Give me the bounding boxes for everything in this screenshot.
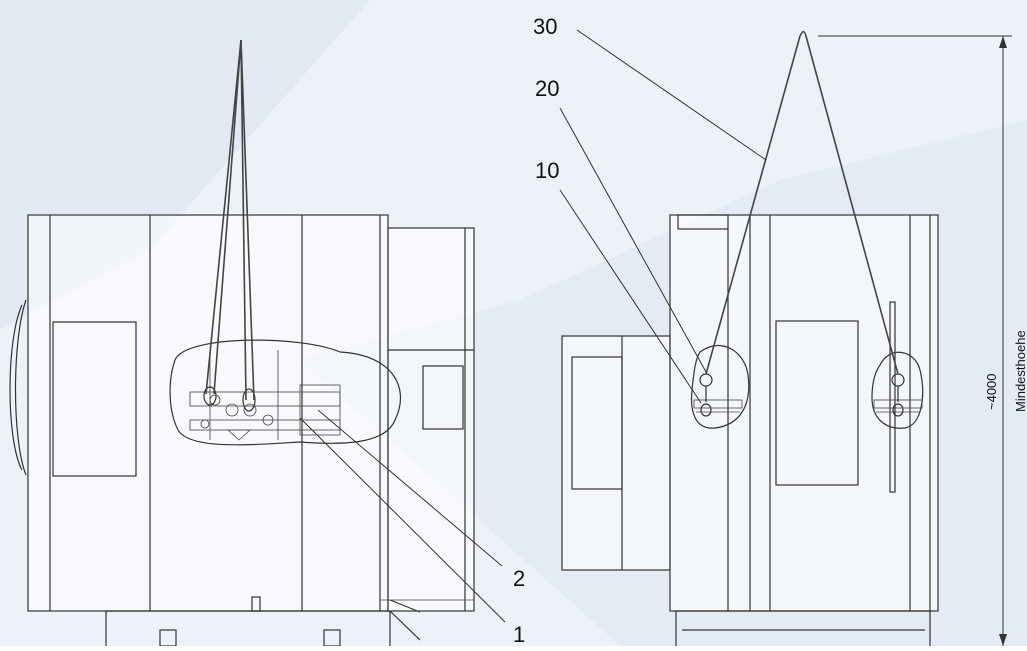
leader-20: [559, 107, 707, 373]
leader-30: [576, 29, 767, 161]
dimension-caption: Mindesthoehe: [1013, 330, 1027, 412]
height-dimension: [818, 35, 1012, 646]
label-2: 2: [513, 566, 525, 591]
label-30: 30: [533, 14, 557, 39]
leader-2: [317, 409, 503, 567]
side-view-machine: [561, 30, 939, 646]
label-20: 20: [535, 76, 559, 101]
front-view-machine: [9, 39, 475, 647]
leader-1: [299, 417, 506, 623]
leader-10: [559, 189, 702, 404]
dimension-value: ~4000: [984, 373, 999, 410]
label-1: 1: [513, 622, 525, 646]
label-10: 10: [535, 158, 559, 183]
